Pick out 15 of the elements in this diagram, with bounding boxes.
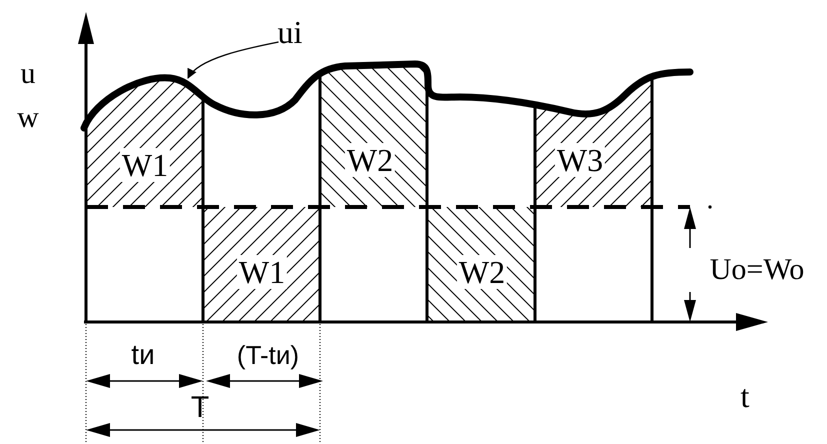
curve-label: ui bbox=[278, 16, 302, 48]
waveform-curve bbox=[80, 60, 694, 132]
level-label: Uo=Wo bbox=[710, 255, 804, 285]
duration-label: T bbox=[190, 393, 210, 423]
area-label: W2 bbox=[344, 143, 396, 177]
duration-label: tи bbox=[131, 341, 155, 369]
axis-label: t bbox=[740, 380, 750, 412]
axis-label: u bbox=[20, 59, 36, 89]
area-label: W3 bbox=[554, 143, 606, 177]
area-label: W1 bbox=[120, 148, 170, 182]
duration-label: (T-tи) bbox=[236, 342, 300, 368]
area-label: W2 bbox=[456, 255, 508, 289]
axis-label: w bbox=[17, 103, 39, 133]
leader-line bbox=[187, 41, 279, 79]
area-label: W1 bbox=[236, 255, 288, 289]
